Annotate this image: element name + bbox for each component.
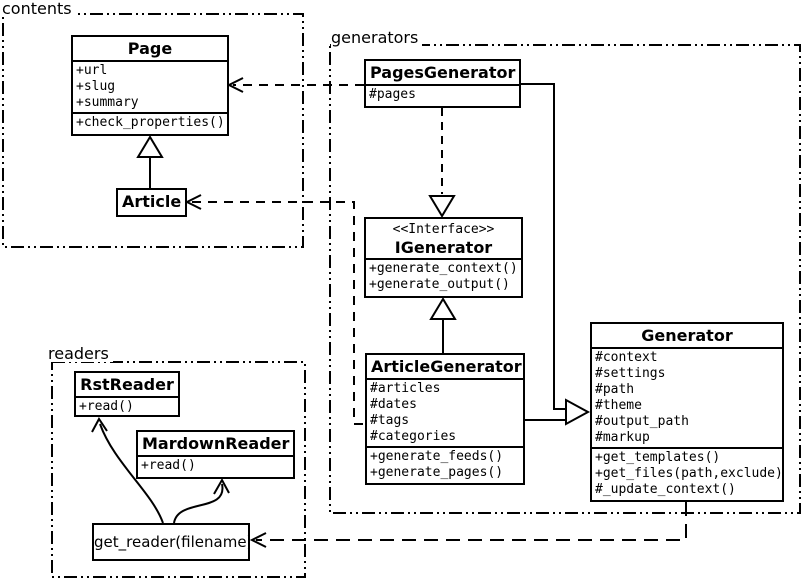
dependency-generator-to-getreader [249, 502, 687, 548]
class-article-title: Article [122, 192, 182, 211]
method: +generate_feeds() [370, 449, 504, 464]
class-articlegenerator-title: ArticleGenerator [371, 357, 522, 376]
attribute: #context [595, 350, 658, 365]
attribute: #articles [370, 381, 441, 396]
class-page-title: Page [127, 39, 173, 58]
class-page-methods: +check_properties() [73, 112, 227, 132]
package-generators-frame [329, 44, 801, 514]
package-readers-frame [51, 361, 306, 578]
generalization-generators-to-generator [520, 83, 591, 426]
hollow-triangle-icon [565, 398, 591, 426]
package-label-generators: generators [331, 29, 423, 46]
class-articlegenerator: ArticleGenerator #articles #dates #tags … [365, 353, 525, 485]
class-generator: Generator #context #settings #path #them… [590, 322, 784, 502]
class-igenerator-title: IGenerator [394, 238, 493, 257]
realization-pagesgenerator-to-igenerator [428, 108, 456, 218]
class-generator-methods: +get_templates() +get_files(path,exclude… [592, 447, 782, 499]
attribute: #settings [595, 366, 666, 381]
attribute: #pages [369, 87, 416, 102]
class-rstreader-methods: +read() [76, 396, 178, 415]
class-pagesgenerator-title: PagesGenerator [370, 63, 516, 82]
method: +check_properties() [76, 115, 225, 130]
class-pagesgenerator: PagesGenerator #pages [364, 59, 521, 108]
class-pagesgenerator-attributes: #pages [366, 84, 519, 104]
class-igenerator-methods: +generate_context() +generate_output() [366, 258, 521, 294]
attribute: #output_path [595, 414, 689, 429]
class-generator-attributes: #context #settings #path #theme #output_… [592, 347, 782, 447]
open-arrowhead-icon [184, 194, 202, 210]
attribute: #dates [370, 397, 417, 412]
package-label-readers: readers [48, 345, 113, 362]
method: +get_templates() [595, 450, 721, 465]
method: +get_files(path,exclude) [595, 466, 783, 481]
class-page: Page +url +slug +summary +check_properti… [71, 35, 229, 136]
attribute: #tags [370, 413, 410, 428]
arrow-getreader-to-mardownreader [173, 477, 230, 524]
attribute: #categories [370, 429, 457, 444]
class-igenerator-stereotype: <<Interface>> [392, 222, 495, 237]
arrow-getreader-to-rstreader [91, 417, 164, 524]
method: +generate_output() [369, 277, 510, 292]
method: +read() [141, 458, 196, 473]
class-articlegenerator-methods: +generate_feeds() +generate_pages() [367, 446, 523, 482]
open-arrowhead-icon [226, 77, 244, 93]
class-rstreader: RstReader +read() [74, 371, 180, 417]
attribute: #path [595, 382, 635, 397]
hollow-triangle-icon [428, 195, 456, 218]
method: +generate_context() [369, 261, 518, 276]
class-mardownreader: MardownReader +read() [136, 430, 295, 479]
method: #_update_context() [595, 482, 736, 497]
class-article: Article [116, 188, 187, 217]
class-rstreader-title: RstReader [80, 375, 174, 394]
attribute: #markup [595, 430, 650, 445]
attribute: +url [76, 63, 108, 78]
class-mardownreader-methods: +read() [138, 455, 293, 475]
function-get-reader: get_reader(filename) [92, 523, 250, 561]
generalization-article-to-page [136, 135, 164, 188]
function-get-reader-label: get_reader(filename) [94, 533, 250, 551]
hollow-triangle-icon [429, 297, 457, 320]
class-igenerator: <<Interface>> IGenerator +generate_conte… [364, 217, 523, 298]
dependency-articlegenerator-to-article [184, 194, 363, 425]
attribute: +slug [76, 79, 116, 94]
class-page-attributes: +url +slug +summary [73, 60, 227, 112]
open-arrowhead-icon [91, 417, 108, 433]
attribute: #theme [595, 398, 642, 413]
open-arrowhead-icon [213, 477, 230, 495]
generalization-articlegenerator-to-igenerator [429, 297, 457, 353]
method: +generate_pages() [370, 465, 504, 480]
attribute: +summary [76, 95, 139, 110]
class-mardownreader-title: MardownReader [142, 434, 290, 453]
dependency-pagesgenerator-to-page [226, 77, 364, 93]
class-articlegenerator-attributes: #articles #dates #tags #categories [367, 378, 523, 446]
method: +read() [79, 399, 134, 414]
class-generator-title: Generator [641, 326, 733, 345]
package-contents-frame [2, 13, 304, 248]
package-label-contents: contents [2, 0, 76, 17]
open-arrowhead-icon [249, 532, 267, 548]
